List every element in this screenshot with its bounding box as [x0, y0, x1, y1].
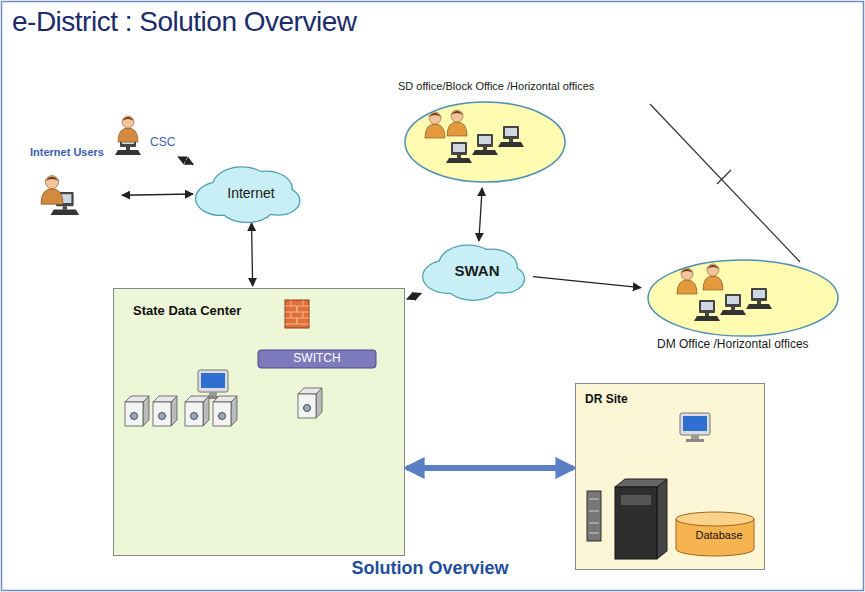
person-icon [41, 176, 63, 205]
sd-office-group-shape [395, 80, 635, 186]
node-label: Internet Users [30, 146, 104, 159]
monitor-icon [198, 370, 228, 399]
computer-icon [746, 288, 772, 309]
data-center-box: State Data CenterSWITCH [113, 288, 405, 556]
computer-icon [498, 126, 524, 147]
server-icon [298, 388, 322, 418]
node-label: SD office/Block Office /Horizontal offic… [398, 80, 594, 93]
person-icon [677, 268, 697, 294]
node-label: DM Office /Horizontal offices [657, 338, 809, 352]
switch-bar: SWITCH [258, 350, 376, 368]
network-link [479, 188, 482, 241]
server-icon [185, 396, 209, 426]
firewall-icon [285, 300, 309, 328]
database-cylinder: Database [675, 511, 763, 557]
node-label: CSC [150, 136, 175, 150]
computer-icon [694, 300, 720, 321]
csc-operator: CSC [110, 112, 180, 156]
grouping-bracket [650, 104, 800, 262]
diagram-title: e-District : Solution Overview [12, 6, 356, 38]
sd-office-group: SD office/Block Office /Horizontal offic… [395, 80, 635, 186]
node-label: DR Site [585, 393, 628, 407]
person-icon [425, 112, 445, 138]
node-label: SWAN [423, 262, 531, 279]
dr-site-box: DR SiteDatabase [575, 383, 765, 570]
replication-arrow [407, 465, 573, 471]
computer-icon [472, 134, 498, 155]
dm-office-group: DM Office /Horizontal offices [643, 258, 855, 358]
person-icon [447, 110, 467, 136]
computer-icon [720, 294, 746, 315]
server-icon [153, 396, 177, 426]
network-link [122, 194, 193, 195]
diagram-caption: Solution Overview [280, 558, 580, 579]
node-label: SWITCH [258, 352, 376, 366]
person-icon [703, 264, 723, 290]
node-label: Internet [195, 185, 307, 201]
computer-icon [446, 142, 472, 163]
server-icon [213, 396, 237, 426]
swan-cloud: SWAN [423, 243, 531, 299]
internet-cloud: Internet [195, 165, 307, 221]
monitor-icon [680, 413, 710, 442]
server-icon [125, 396, 149, 426]
node-label: Database [675, 529, 763, 542]
csc-operator-shape [110, 112, 180, 156]
data-center-box-shape [113, 288, 405, 556]
person-icon [118, 116, 138, 142]
internet-user: Internet Users [26, 146, 120, 222]
node-label: State Data Center [133, 304, 241, 319]
network-link [178, 157, 193, 164]
tower-server-icon [615, 479, 667, 559]
network-link [252, 223, 253, 286]
rack-icon [587, 491, 601, 541]
network-link [533, 277, 641, 288]
network-link [407, 293, 421, 299]
